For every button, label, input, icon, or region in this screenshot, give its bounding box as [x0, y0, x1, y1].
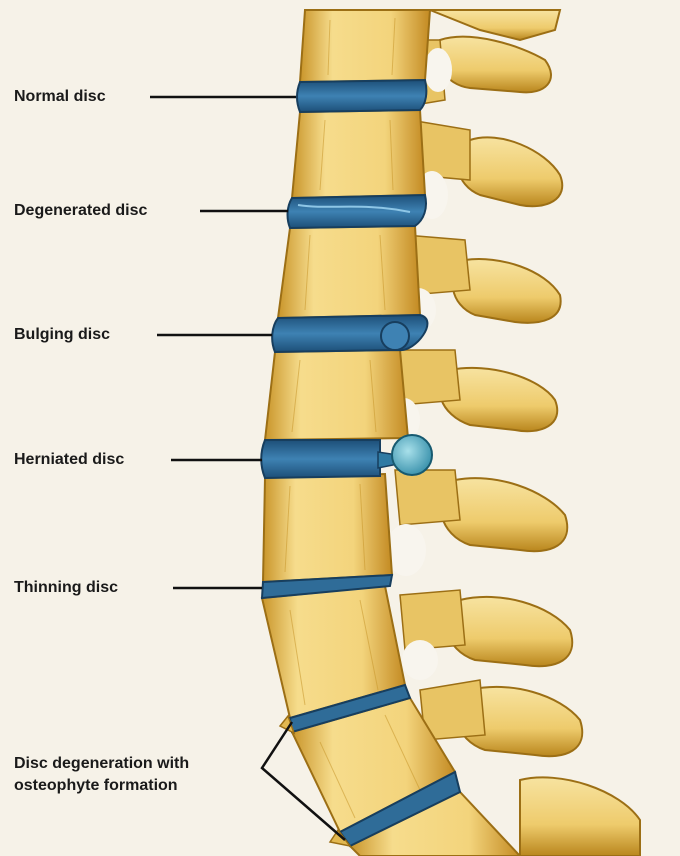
- label-normal-disc: Normal disc: [14, 88, 106, 105]
- label-thinning-disc: Thinning disc: [14, 579, 118, 596]
- label-osteophyte-line1: Disc degeneration with: [14, 755, 190, 772]
- leader-osteophyte: [260, 721, 346, 841]
- herniation-bulb: [391, 434, 433, 476]
- vertebral-bodies: [260, 9, 522, 856]
- herniated-disc-shape: [260, 439, 381, 480]
- label-bulging-disc: Bulging disc: [14, 326, 110, 343]
- posterior-processes: [386, 9, 641, 856]
- normal-disc-shape: [296, 78, 428, 114]
- leader-lines: [150, 95, 346, 841]
- intervertebral-discs: [260, 78, 462, 848]
- thinning-disc-shape: [260, 573, 394, 600]
- label-herniated-disc: Herniated disc: [14, 451, 125, 468]
- label-degenerated-disc: Degenerated disc: [14, 202, 148, 219]
- degenerated-disc-shape: [286, 193, 427, 230]
- label-osteophyte-line2: osteophyte formation: [14, 777, 178, 794]
